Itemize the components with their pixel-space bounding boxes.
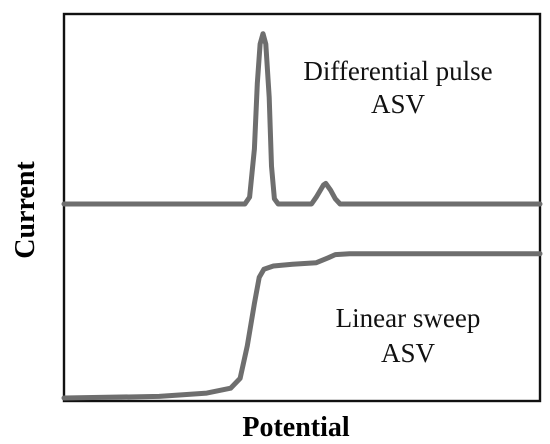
- plot-frame: [62, 12, 542, 403]
- x-axis-title: Potential: [242, 412, 350, 443]
- trace-linear-sweep: [61, 251, 543, 401]
- annotation-ls-line-1: Linear sweep: [336, 303, 481, 333]
- annotation-dp-line-2: ASV: [371, 89, 426, 119]
- annotation-dp-line-1: Differential pulse: [303, 56, 492, 86]
- trace-differential-pulse: [61, 31, 543, 207]
- series-layer: [61, 31, 543, 401]
- y-axis-title: Current: [10, 161, 41, 259]
- annotation-ls-line-2: ASV: [381, 338, 436, 368]
